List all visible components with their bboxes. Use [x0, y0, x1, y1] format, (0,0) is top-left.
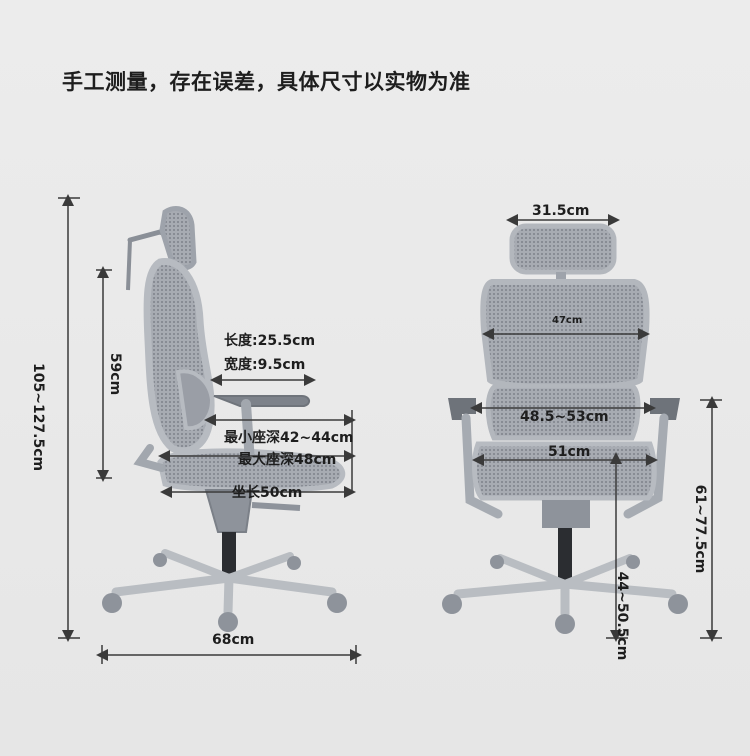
headrest-width-label: 31.5cm [532, 203, 590, 219]
seat-width-label: 51cm [548, 444, 591, 460]
lumbar-length-label: 长度:25.5cm [224, 333, 316, 349]
min-seat-depth-label: 最小座深42~44cm [224, 430, 354, 446]
armrest-span-label: 48.5~53cm [520, 409, 609, 425]
backrest-width-label: 47cm [552, 315, 583, 326]
lumbar-width-label: 宽度:9.5cm [224, 357, 306, 373]
armrest-height-label: 61~77.5cm [692, 484, 708, 574]
total-height-label: 105~127.5cm [30, 363, 46, 472]
dimension-lines [58, 194, 722, 664]
max-seat-depth-label: 最大座深48cm [238, 452, 337, 468]
front-view-chair [442, 223, 688, 634]
measurement-note: 手工测量，存在误差，具体尺寸以实物为准 [62, 70, 471, 94]
base-width-label: 68cm [212, 632, 255, 648]
seat-length-label: 坐长50cm [232, 485, 303, 501]
backrest-height-label: 59cm [107, 352, 123, 396]
seat-height-label: 44~50.5cm [614, 571, 630, 661]
